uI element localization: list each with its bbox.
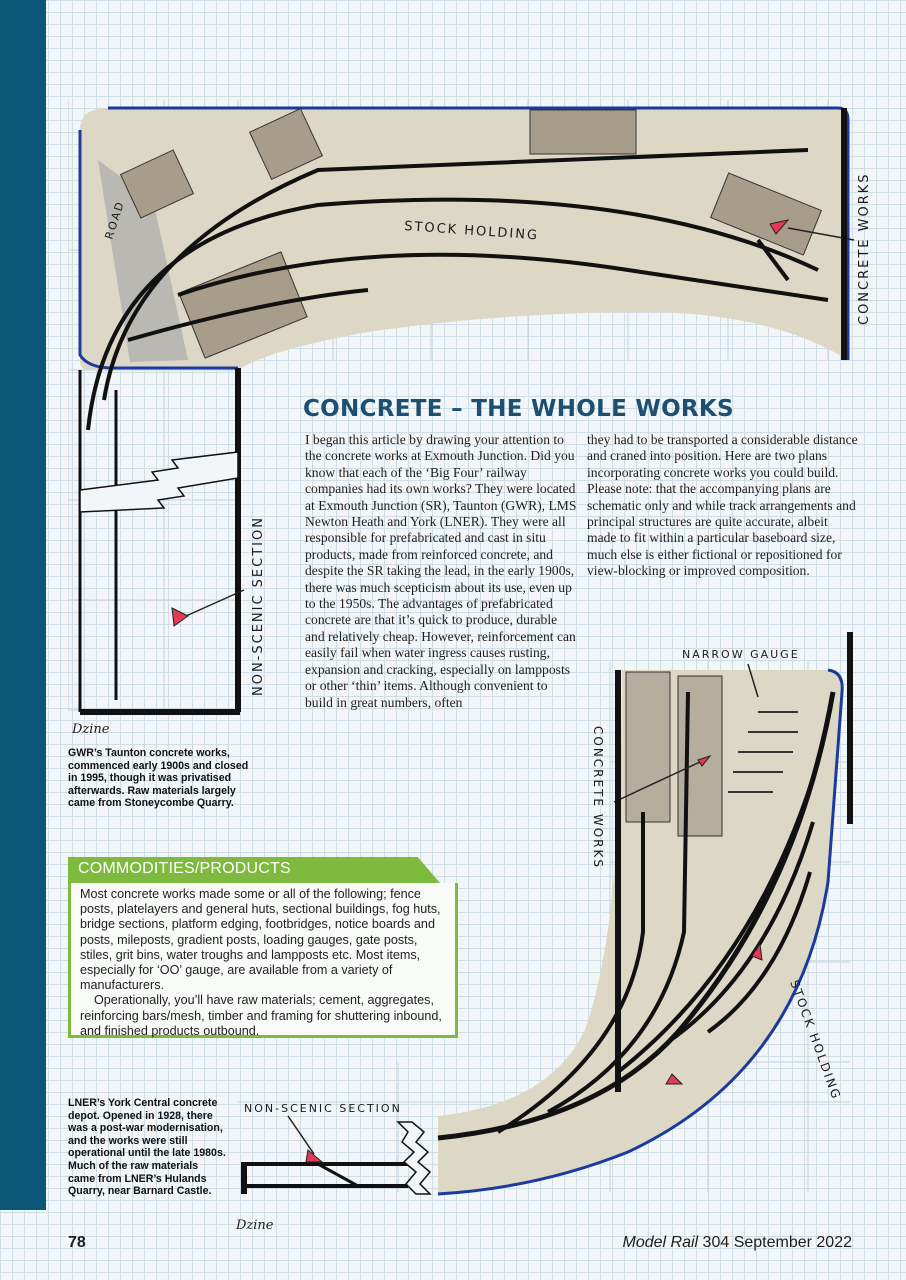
artist-signature-2: Dzine xyxy=(236,1218,274,1233)
commodities-heading-bar xyxy=(68,857,440,883)
track-plan-taunton: ROAD STOCK HOLDING CONCRETE WORKS NON-SC… xyxy=(68,100,872,715)
commodities-box: COMMODITIES/PRODUCTS Most concrete works… xyxy=(68,857,458,1041)
commodities-paragraph-1: Most concrete works made some or all of … xyxy=(80,887,441,993)
narrow-gauge-label: NARROW GAUGE xyxy=(682,648,800,661)
york-caption: LNER’s York Central concrete depot. Open… xyxy=(68,1097,226,1198)
non-scenic-label: NON-SCENIC SECTION xyxy=(251,516,266,696)
commodities-box-body xyxy=(68,883,458,1038)
commodities-text: Most concrete works made some or all of … xyxy=(80,887,452,1039)
concrete-works-label-2: CONCRETE WORKS xyxy=(591,726,605,869)
page-number: 78 xyxy=(68,1234,86,1251)
running-footer: Model Rail 304 September 2022 xyxy=(623,1234,853,1252)
article-column-1: I began this article by drawing your att… xyxy=(305,432,577,710)
article-title: CONCRETE – THE WHOLE WORKS xyxy=(303,396,734,422)
commodities-paragraph-2: Operationally, you’ll have raw materials… xyxy=(80,993,442,1038)
issue-info: 304 September 2022 xyxy=(702,1234,852,1251)
stock-holding-label-2: STOCK HOLDING xyxy=(787,978,843,1102)
page-spine-bar xyxy=(0,0,46,1210)
track-plan-york: NARROW GAUGE CONCRETE WORKS STOCK HOLDIN… xyxy=(238,632,853,1196)
magazine-name: Model Rail xyxy=(622,1234,699,1251)
artist-signature: Dzine xyxy=(72,722,110,737)
non-scenic-label-2: NON-SCENIC SECTION xyxy=(244,1102,402,1115)
taunton-caption: GWR’s Taunton concrete works, commenced … xyxy=(68,747,249,810)
concrete-works-label: CONCRETE WORKS xyxy=(857,172,872,325)
commodities-heading: COMMODITIES/PRODUCTS xyxy=(78,860,291,877)
article-column-2: they had to be transported a considerabl… xyxy=(587,432,858,579)
